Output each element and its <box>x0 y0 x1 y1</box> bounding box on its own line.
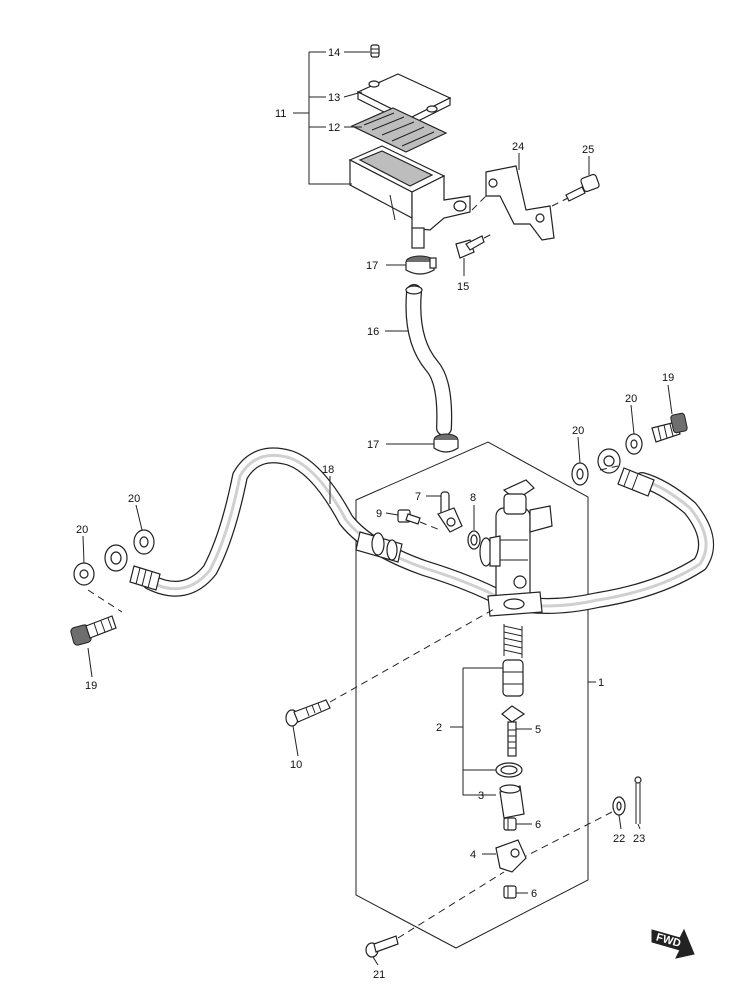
washer-20-c <box>571 462 589 486</box>
washer-22 <box>612 796 626 816</box>
dash-bolt-15 <box>483 233 493 239</box>
hose-clamp-17-upper <box>405 255 437 275</box>
piston-spring <box>503 624 523 658</box>
fwd-arrow-icon: FWD <box>651 928 695 959</box>
assembly-box-outline <box>355 441 589 949</box>
leader-lines <box>82 51 673 966</box>
callout-7: 7 <box>415 491 421 503</box>
dash-bolt-10 <box>329 607 497 703</box>
reservoir-cap-14 <box>370 44 380 58</box>
callout-6b: 6 <box>531 888 537 900</box>
dash-reservoir-bracket <box>471 195 487 211</box>
callout-20c: 20 <box>128 493 140 505</box>
callout-19a: 19 <box>662 372 674 384</box>
callout-14: 14 <box>328 47 340 59</box>
reservoir-diaphragm-12 <box>350 107 448 153</box>
dash-screw-9 <box>419 521 441 531</box>
reservoir-hose-16 <box>405 284 453 436</box>
callout-21: 21 <box>373 969 385 981</box>
boot-3 <box>499 784 525 819</box>
washer-20-a <box>133 529 155 555</box>
callout-9: 9 <box>376 508 382 520</box>
pin-21 <box>365 935 399 958</box>
hose-joint-7 <box>437 491 463 533</box>
callout-22: 22 <box>613 833 625 845</box>
callout-3: 3 <box>478 790 484 802</box>
callout-11: 11 <box>275 108 286 120</box>
callout-15: 15 <box>457 281 469 293</box>
brake-hose-18 <box>104 447 714 614</box>
union-bolt-19-right <box>651 412 688 443</box>
bolt-25 <box>565 173 600 202</box>
callout-labels: 1 2 3 4 5 6 6 7 8 9 10 11 12 13 14 15 16… <box>76 47 674 981</box>
callout-10: 10 <box>290 759 302 771</box>
nut-6-upper <box>503 817 517 831</box>
union-bolt-19-left <box>70 615 117 646</box>
bolt-15 <box>455 235 485 259</box>
hose-clamp-17-lower <box>433 433 459 453</box>
clevis-4 <box>495 839 527 873</box>
dash-pin-21 <box>397 871 505 939</box>
callout-23: 23 <box>633 833 645 845</box>
callout-19b: 19 <box>85 680 97 692</box>
callout-5: 5 <box>535 724 541 736</box>
callout-20d: 20 <box>76 524 88 536</box>
pushrod-5 <box>501 705 526 757</box>
callout-6a: 6 <box>535 819 541 831</box>
callout-20b: 20 <box>572 425 584 437</box>
piston-2 <box>502 659 524 697</box>
reservoir-body-11 <box>348 145 471 249</box>
callout-1: 1 <box>598 677 604 689</box>
dash-left-banjo <box>87 589 123 613</box>
bolt-10 <box>285 699 331 727</box>
bracket-24 <box>485 165 555 241</box>
o-ring-8 <box>467 530 481 550</box>
screw-9 <box>397 509 421 525</box>
dash-right-banjo <box>599 465 619 471</box>
callout-18: 18 <box>322 464 334 476</box>
cotter-pin-23 <box>634 776 642 824</box>
callout-24: 24 <box>512 141 524 153</box>
circlip <box>495 762 523 778</box>
callout-16: 16 <box>367 326 379 338</box>
dash-washer-22 <box>525 811 613 857</box>
callout-2: 2 <box>436 722 442 734</box>
dash-bracket-bolt <box>551 197 569 207</box>
callout-12: 12 <box>328 122 340 134</box>
reservoir-cap-13 <box>356 73 452 126</box>
callout-4: 4 <box>470 849 476 861</box>
callout-17a: 17 <box>366 260 378 272</box>
washer-20-d <box>625 433 643 455</box>
callout-25: 25 <box>582 144 594 156</box>
nut-6-lower <box>503 885 517 899</box>
callout-20a: 20 <box>625 393 637 405</box>
callout-13: 13 <box>328 92 340 104</box>
master-cylinder-body <box>479 479 553 617</box>
washer-20-b <box>73 562 95 586</box>
callout-8: 8 <box>470 492 476 504</box>
callout-17b: 17 <box>367 439 379 451</box>
